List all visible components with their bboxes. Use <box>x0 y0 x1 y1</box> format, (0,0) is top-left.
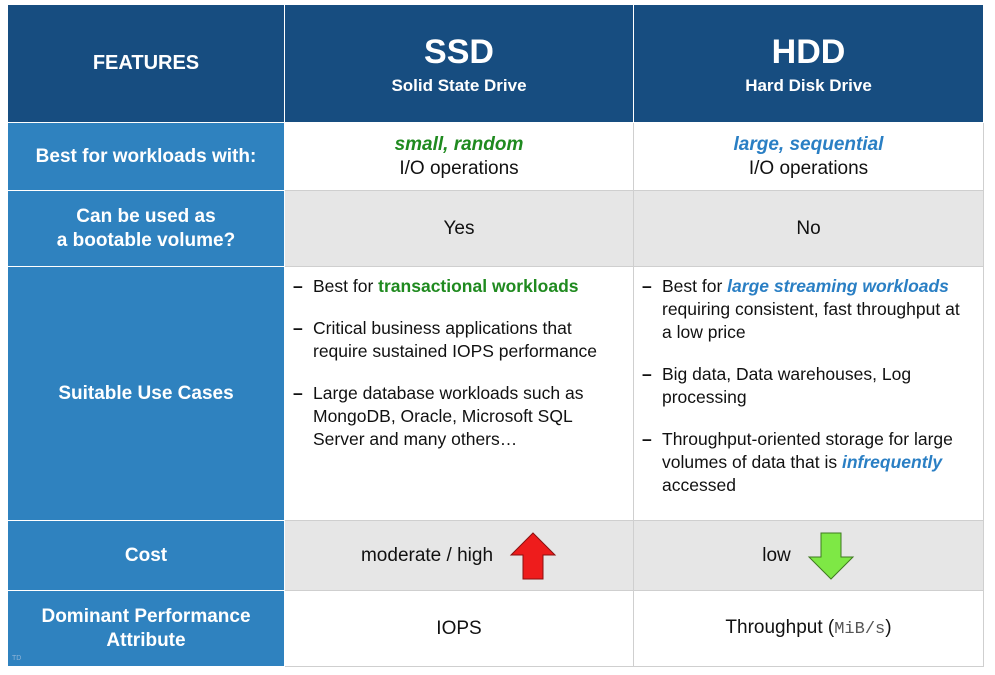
ssd-workloads: small, random I/O operations <box>285 123 634 191</box>
performance-label-line2: Attribute <box>106 629 186 651</box>
comparison-table: FEATURES SSD Solid State Drive HDD Hard … <box>8 5 984 667</box>
hdd-bootable-value: No <box>796 217 821 239</box>
hdd-bootable: No <box>634 191 984 267</box>
hdd-performance-value: Throughput (MiB/s) <box>725 616 891 642</box>
arrow-down-icon <box>807 532 854 580</box>
ssd-item3: Large database workloads such as MongoDB… <box>313 383 584 449</box>
hdd-use-case-list: –Best for large streaming workloads requ… <box>640 275 973 516</box>
row-label-cost: Cost <box>8 521 285 591</box>
row-label-use-cases: Suitable Use Cases <box>8 267 285 521</box>
bullet-dash: – <box>642 429 652 449</box>
list-item: –Critical business applications that req… <box>291 317 623 363</box>
hdd-performance-text: Throughput ( <box>725 616 835 638</box>
row-label-bootable: Can be used as a bootable volume? <box>8 191 285 267</box>
bullet-dash: – <box>642 364 652 384</box>
hdd-workloads-text: I/O operations <box>748 157 869 179</box>
list-item: –Best for large streaming workloads requ… <box>640 275 973 344</box>
ssd-item2: Critical business applications that requ… <box>313 318 598 361</box>
ssd-use-case-list: –Best for transactional workloads –Criti… <box>291 275 623 470</box>
workloads-label: Best for workloads with: <box>35 145 257 167</box>
ssd-cost-value: moderate / high <box>360 544 494 566</box>
bootable-label-line2: a bootable volume? <box>56 229 236 251</box>
hdd-use-cases: –Best for large streaming workloads requ… <box>634 267 984 521</box>
hdd-cost: low <box>634 521 984 591</box>
hdd-workloads: large, sequential I/O operations <box>634 123 984 191</box>
ssd-title: SSD <box>424 32 494 71</box>
features-heading: FEATURES <box>92 52 200 74</box>
hdd-item1-suffix: requiring consistent, fast throughput at… <box>662 299 960 342</box>
performance-label-line1: Dominant Performance <box>41 605 251 627</box>
hdd-item3-prefix: Throughput-oriented storage for large vo… <box>662 429 953 472</box>
list-item: –Best for transactional workloads <box>291 275 623 298</box>
header-hdd: HDD Hard Disk Drive <box>634 5 984 123</box>
header-features: FEATURES <box>8 5 285 123</box>
ssd-subtitle: Solid State Drive <box>391 75 527 95</box>
hdd-performance-unit: MiB/s <box>834 619 886 639</box>
list-item: –Throughput-oriented storage for large v… <box>640 428 973 497</box>
row-label-workloads: Best for workloads with: <box>8 123 285 191</box>
ssd-item1-prefix: Best for <box>313 276 379 296</box>
ssd-performance: IOPS <box>285 591 634 667</box>
bullet-dash: – <box>293 276 303 296</box>
bullet-dash: – <box>293 318 303 338</box>
hdd-item3-suffix: accessed <box>662 475 736 495</box>
hdd-performance: Throughput (MiB/s) <box>634 591 984 667</box>
ssd-workloads-text: I/O operations <box>399 157 519 179</box>
hdd-item1-emph: large streaming workloads <box>727 276 949 296</box>
ssd-cost-wrap: moderate / high <box>361 531 557 581</box>
arrow-up-icon <box>509 531 557 579</box>
ssd-performance-value: IOPS <box>436 617 482 639</box>
ssd-bootable-value: Yes <box>443 217 475 239</box>
ssd-workloads-emph: small, random <box>394 133 524 155</box>
hdd-item2: Big data, Data warehouses, Log processin… <box>662 364 912 407</box>
use-cases-label: Suitable Use Cases <box>58 382 234 404</box>
hdd-workloads-emph: large, sequential <box>733 133 884 155</box>
hdd-item1-prefix: Best for <box>662 276 728 296</box>
hdd-title: HDD <box>771 32 846 71</box>
corner-mark: TD <box>12 655 22 662</box>
row-label-performance: Dominant Performance Attribute <box>8 591 285 667</box>
hdd-item3-emph: infrequently <box>841 452 943 472</box>
bullet-dash: – <box>293 383 303 403</box>
hdd-performance-close: ) <box>885 616 892 638</box>
bullet-dash: – <box>642 276 652 296</box>
ssd-bootable: Yes <box>285 191 634 267</box>
list-item: –Large database workloads such as MongoD… <box>291 382 623 451</box>
cost-label: Cost <box>124 544 168 566</box>
hdd-cost-value: low <box>762 544 791 566</box>
list-item: –Big data, Data warehouses, Log processi… <box>640 363 973 409</box>
hdd-subtitle: Hard Disk Drive <box>745 75 872 95</box>
hdd-cost-wrap: low <box>762 531 855 581</box>
ssd-item1-emph: transactional workloads <box>378 276 579 296</box>
bootable-label-line1: Can be used as <box>76 205 216 227</box>
ssd-cost: moderate / high <box>285 521 634 591</box>
ssd-use-cases: –Best for transactional workloads –Criti… <box>285 267 634 521</box>
header-ssd: SSD Solid State Drive <box>285 5 634 123</box>
